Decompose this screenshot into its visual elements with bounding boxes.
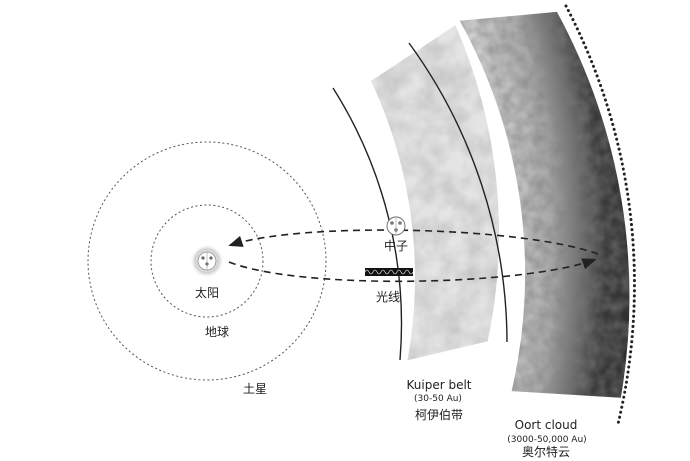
- heliosphere-arc: [332, 87, 403, 361]
- saturn-label: 土星: [243, 382, 267, 396]
- oort-cloud: [459, 11, 630, 398]
- termination-arc: [408, 42, 508, 343]
- earth-label: 地球: [205, 325, 229, 339]
- neutron-path-lower: [228, 258, 597, 283]
- saturn-orbit: [87, 141, 327, 381]
- oort-cloud-range: (3000-50,000 Au): [507, 435, 586, 445]
- sun-label: 太阳: [195, 285, 219, 300]
- sun: [190, 244, 224, 278]
- kuiper-belt-range: (30-50 Au): [414, 394, 462, 404]
- neutron-path-upper: [228, 229, 599, 255]
- neutron-icon: [386, 216, 406, 236]
- oort-cloud-cn-label: 奥尔特云: [522, 444, 570, 459]
- earth-orbit: [150, 204, 264, 318]
- kuiper-belt-label: Kuiper belt: [407, 378, 472, 392]
- kuiper-belt: [371, 25, 499, 361]
- neutron-label: 中子: [384, 238, 408, 253]
- light-ray-wave: [364, 268, 414, 276]
- light-label: 光线: [376, 290, 400, 304]
- oort-outer-dotted-arc: [564, 4, 636, 426]
- kuiper-belt-cn-label: 柯伊伯带: [415, 407, 463, 422]
- oort-cloud-label: Oort cloud: [515, 418, 578, 432]
